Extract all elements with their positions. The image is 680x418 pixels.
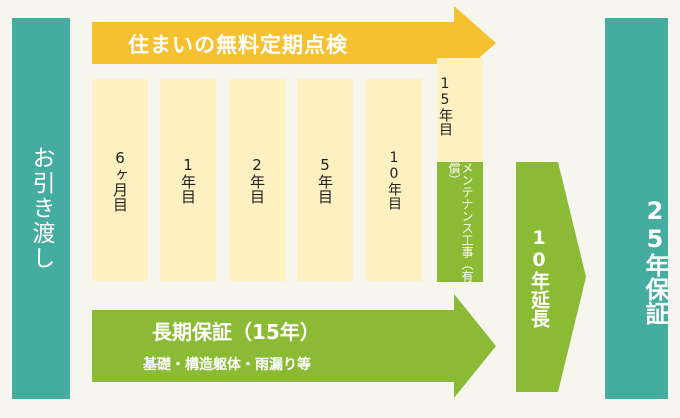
inspection-column-1year: 1年目 (160, 79, 216, 281)
long-warranty-subtitle: 基礎・構造躯体・雨漏り等 (143, 357, 311, 373)
warranty25-label: 25年保証 (641, 196, 669, 325)
free-inspection-arrow (92, 6, 496, 80)
extension-chevron-shape (516, 162, 586, 392)
inspection-label: 6ヶ月目 (111, 148, 129, 212)
maintenance-box: メンテナンス工事（有償） (437, 162, 483, 282)
free-inspection-arrow-shape (92, 6, 496, 80)
warranty25-bar: 25年保証 (605, 18, 669, 399)
inspection-label: 1年目 (179, 156, 197, 204)
maintenance-label: メンテナンス工事（有償） (447, 162, 474, 282)
long-warranty-title: 長期保証（15年） (152, 320, 320, 344)
inspection-column-10year: 10年目 (366, 79, 422, 281)
handover-label: お引き渡し (28, 146, 54, 271)
inspection-label: 15年目 (437, 76, 453, 136)
extension-chevron (516, 162, 586, 392)
free-inspection-label: 住まいの無料定期点検 (128, 33, 348, 57)
long-warranty-arrow-shape (92, 294, 496, 398)
inspection-column-5year: 5年目 (297, 79, 353, 281)
extension-label: 10年延長 (528, 226, 550, 328)
inspection-label: 2年目 (248, 156, 266, 204)
inspection-label: 5年目 (316, 156, 334, 204)
inspection-column-6months: 6ヶ月目 (92, 79, 148, 281)
extension-label-box: 10年延長 (516, 170, 562, 384)
long-warranty-arrow (92, 294, 496, 398)
inspection-column-2year: 2年目 (229, 79, 285, 281)
handover-bar: お引き渡し (12, 18, 70, 399)
inspection-column-15year: 15年目 (437, 58, 483, 162)
inspection-label: 10年目 (386, 150, 402, 210)
